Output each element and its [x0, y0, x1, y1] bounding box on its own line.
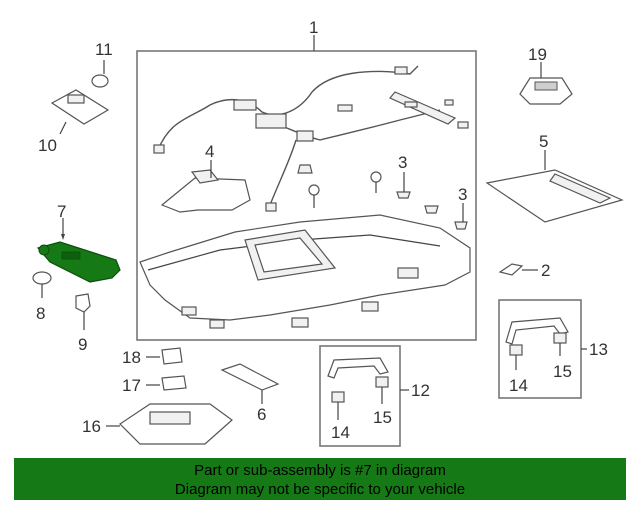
banner-line-2: Diagram may not be specific to your vehi…	[174, 481, 466, 498]
bulb-part-11	[91, 60, 109, 88]
frame-small-parts	[297, 91, 469, 174]
callout-18: 18	[122, 348, 141, 367]
callout-9: 9	[78, 335, 87, 354]
sun-visor-part-7	[36, 218, 121, 283]
callout-15b: 15	[553, 362, 572, 381]
wire-harness	[153, 65, 441, 212]
grip-assembly-13	[498, 299, 587, 399]
callout-14a: 14	[331, 423, 350, 442]
callout-17: 17	[122, 376, 141, 395]
callout-2: 2	[541, 261, 550, 280]
part-2	[498, 263, 538, 276]
callout-6: 6	[257, 405, 266, 424]
callout-14b: 14	[509, 376, 528, 395]
callout-5: 5	[539, 132, 548, 151]
callout-19: 19	[528, 45, 547, 64]
parts-diagram: 1 2 3 3 4 5 6 7 8 9 10 11 12 13 14 14 15…	[32, 18, 624, 447]
headliner-panel	[139, 214, 471, 329]
callout-3b: 3	[458, 185, 467, 204]
strip-part-6	[220, 363, 280, 404]
holder-part-8	[32, 271, 52, 298]
bracket-part-17	[146, 375, 187, 391]
banner-line-1: Part or sub-assembly is #7 in diagram	[194, 462, 446, 479]
screws	[308, 171, 439, 214]
callout-11: 11	[95, 40, 113, 59]
clip-part-3b	[454, 203, 468, 230]
callout-16: 16	[82, 417, 101, 436]
bracket-part-4	[160, 160, 251, 213]
panel-part-5	[485, 150, 624, 223]
callout-8: 8	[36, 304, 45, 323]
headliner-frame	[136, 35, 477, 341]
grip-assembly-12	[319, 345, 409, 447]
bracket-part-18	[146, 347, 183, 365]
console-part-16	[106, 403, 233, 445]
callout-15a: 15	[373, 408, 392, 427]
callout-12: 12	[411, 381, 430, 400]
callout-4: 4	[205, 142, 214, 161]
callout-10: 10	[38, 136, 57, 155]
clip-part-3a	[396, 172, 411, 199]
callout-1: 1	[309, 18, 318, 37]
dome-light-part-19	[519, 62, 573, 105]
callout-3a: 3	[398, 153, 407, 172]
info-banner: Part or sub-assembly is #7 in diagram Di…	[14, 458, 626, 500]
callout-7: 7	[57, 202, 66, 221]
callout-13: 13	[589, 340, 608, 359]
clip-part-9	[75, 293, 91, 330]
lamp-part-10	[50, 89, 110, 135]
